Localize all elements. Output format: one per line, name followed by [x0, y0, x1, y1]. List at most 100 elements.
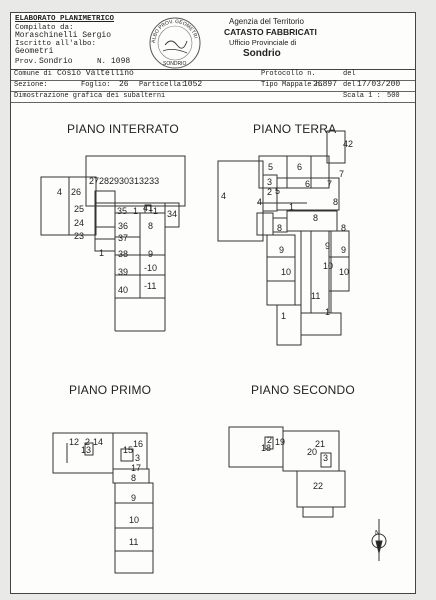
number-label: N. [97, 58, 107, 66]
plan-primo [52, 432, 154, 574]
label-t-5: 5 [268, 162, 273, 172]
label-p1-3: 3 [135, 453, 140, 463]
label-t-1b: 1 [281, 311, 286, 321]
label-t-7b: 7 [327, 179, 332, 189]
label-p1-15: 15 [123, 445, 133, 455]
foglio: 26 [119, 80, 129, 89]
label-int-1c: 1 [153, 206, 158, 216]
label-int-40: 40 [118, 285, 128, 295]
province: Sondrio [39, 57, 73, 66]
sezione-label: Sezione: [14, 81, 48, 89]
label-p1-17: 17 [131, 463, 141, 473]
title-piano-terra: PIANO TERRA [253, 122, 337, 136]
compiled-by: Moraschinelli Sergio [15, 31, 112, 40]
particella-label: Particella: [139, 81, 186, 89]
label-t-2: 2 [267, 187, 272, 197]
label-t-10: 10 [281, 267, 291, 277]
agency-line2: CATASTO FABBRICATI [224, 27, 317, 37]
label-int-37: 37 [118, 233, 128, 243]
label-t-42: 42 [343, 139, 353, 149]
header-block: ELABORATO PLANIMETRICO Compilato da: Mor… [11, 13, 415, 70]
label-t-11: 11 [311, 291, 320, 301]
label-p1-13: 13 [81, 445, 91, 455]
compiled-by-label: Compilato da: [15, 24, 74, 32]
label-p2-2: 2 [267, 435, 272, 445]
label-p1-14: 14 [93, 437, 103, 447]
del-label: del [343, 70, 356, 78]
agency-line4: Sondrio [243, 48, 281, 59]
info-row-3: Dimostrazione grafica dei subalterni Sca… [11, 91, 415, 103]
dimostrazione: Dimostrazione grafica dei subalterni [14, 92, 166, 100]
label-int-10: -10 [144, 263, 157, 273]
label-p2-3: 3 [323, 453, 328, 463]
label-p2-21: 21 [315, 439, 325, 449]
particella: 1052 [183, 80, 203, 89]
label-t-9c: 9 [341, 245, 346, 255]
agency-line1: Agenzia del Territorio [229, 17, 305, 26]
label-int-1b: 1 [133, 206, 138, 216]
title-piano-secondo: PIANO SECONDO [251, 383, 355, 397]
label-int-27-33: 27282930313233 [89, 176, 159, 186]
label-t-10b: 10 [323, 261, 333, 271]
info-row-1: Comune di Cosio Valtellino Protocollo n.… [11, 69, 415, 81]
foglio-label: Foglio: [81, 81, 111, 89]
label-p1-12: 12 [69, 437, 79, 447]
tipo: 26897 [313, 80, 338, 89]
info-row-2: Sezione: Foglio: 26 Particella: 1052 Tip… [11, 80, 415, 92]
label-t-8c: 8 [277, 223, 282, 233]
label-t-4: 4 [221, 191, 226, 201]
label-int-39: 39 [118, 267, 128, 277]
label-int-36: 36 [118, 221, 128, 231]
label-int-38: 38 [118, 249, 128, 259]
comune: Cosio Valtellino [57, 69, 134, 78]
scala: 500 [387, 92, 400, 100]
plan-terra [217, 130, 350, 346]
label-p1-8: 8 [131, 473, 136, 483]
label-t-6: 6 [297, 162, 302, 172]
label-int-9: 9 [148, 249, 153, 259]
label-t-3: 3 [267, 177, 272, 187]
label-t-9: 9 [279, 245, 284, 255]
doc-title: ELABORATO PLANIMETRICO [15, 15, 115, 23]
label-int-4: 4 [57, 187, 62, 197]
label-t-4b: 4 [257, 197, 262, 207]
label-p1-11: 11 [129, 537, 138, 547]
del2-label: del [343, 81, 356, 89]
label-int-23: 23 [74, 231, 84, 241]
floor-plans: 27282930313233 4 26 25 24 23 1 35 1 41 1… [40, 130, 387, 574]
label-int-34: 34 [167, 209, 177, 219]
tipo-label: Tipo Mappale n. [261, 81, 325, 89]
label-int-1: 1 [99, 248, 104, 258]
label-t-5b: 5 [275, 186, 280, 196]
label-int-26: 26 [71, 187, 81, 197]
label-t-1c: 1 [325, 307, 330, 317]
label-t-8: 8 [333, 197, 338, 207]
label-t-1: 1 [289, 202, 294, 212]
title-piano-interrato: PIANO INTERRATO [67, 122, 179, 136]
label-t-8d: 8 [341, 223, 346, 233]
label-t-9b: 9 [325, 241, 330, 251]
registered: Geometri [15, 47, 54, 56]
label-int-24: 24 [74, 218, 84, 228]
north-arrow [371, 519, 387, 561]
label-int-41: 41 [143, 203, 153, 213]
label-p2-20: 20 [307, 447, 317, 457]
label-t-6b: 6 [305, 179, 310, 189]
province-label: Prov. [15, 58, 38, 66]
svg-text:SONDRIO: SONDRIO [163, 61, 186, 67]
plan-secondo [228, 426, 346, 518]
stamp-seal: ALBO PROV. GEOMETRI SONDRIO [149, 17, 201, 69]
comune-label: Comune di [14, 70, 52, 78]
label-t-8b: 8 [313, 213, 318, 223]
label-p1-10: 10 [129, 515, 139, 525]
date: 17/03/200 [357, 80, 401, 89]
label-p1-9: 9 [131, 493, 136, 503]
registered-label: Iscritto all'albo: [15, 40, 97, 48]
protocollo-label: Protocollo n. [261, 70, 316, 78]
label-p2-22: 22 [313, 481, 323, 491]
label-int-35: 35 [117, 206, 127, 216]
title-piano-primo: PIANO PRIMO [69, 383, 152, 397]
north-label: N [375, 530, 380, 537]
label-int-8: 8 [148, 221, 153, 231]
label-p1-16: 16 [133, 439, 143, 449]
